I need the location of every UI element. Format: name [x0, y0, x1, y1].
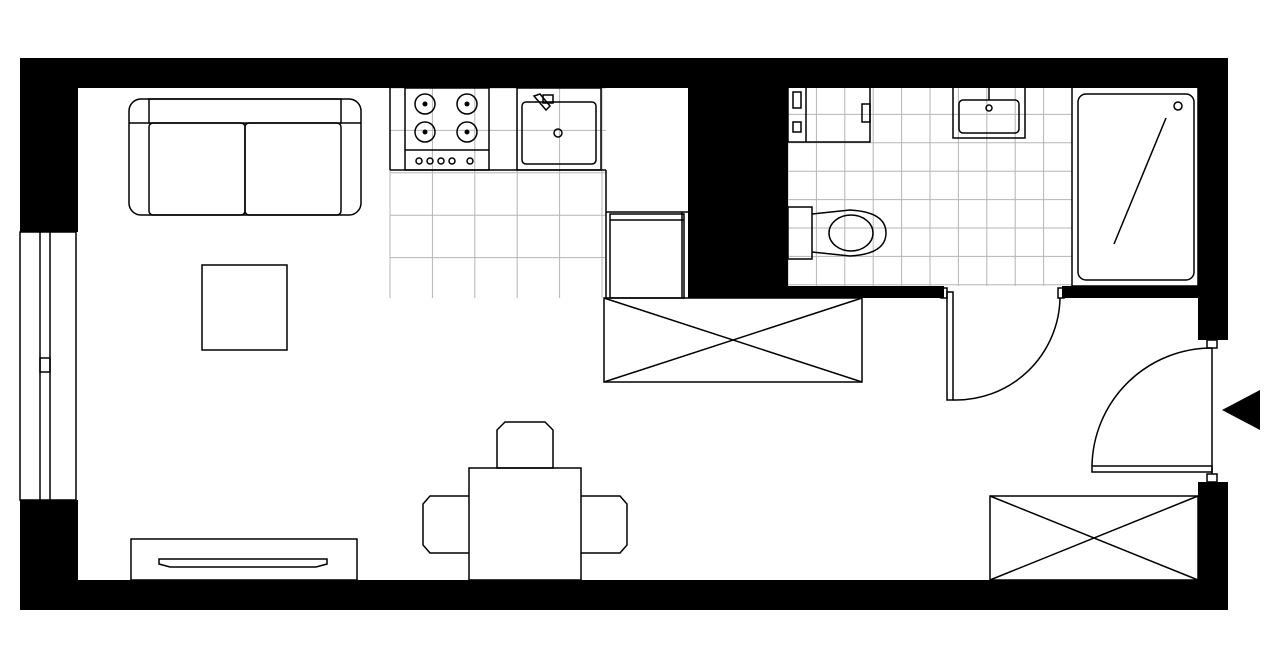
bathroom-floor-tiles	[787, 85, 1073, 286]
wall-partition-column	[688, 88, 788, 298]
burner-icon	[414, 93, 436, 115]
wall-bathroom-top	[774, 58, 1228, 86]
fridge	[609, 213, 685, 299]
wall-left-lower	[20, 500, 78, 610]
burner-icon	[456, 93, 478, 115]
wall-bathroom-lower-left	[788, 286, 944, 298]
chair-left	[422, 495, 469, 554]
coffee-table	[201, 264, 288, 351]
kitchen-counter	[389, 88, 688, 298]
burner-icon	[456, 121, 478, 143]
entrance-door	[1091, 339, 1218, 483]
wall-bathroom-lower-right	[1062, 286, 1198, 298]
storage-closet	[603, 297, 863, 383]
sofa	[128, 98, 362, 216]
wall-bottom	[20, 580, 1228, 610]
chair-right	[581, 495, 628, 554]
tv-stand	[130, 538, 358, 581]
kitchen-floor-tiles	[389, 87, 606, 298]
dining-set	[422, 421, 628, 581]
bathroom-sink	[952, 85, 1026, 139]
triangle-left-icon	[1222, 390, 1260, 430]
wall-right-upper	[1198, 58, 1228, 340]
chair-top	[496, 421, 554, 469]
wall-left-upper	[20, 58, 78, 232]
toilet	[787, 206, 887, 260]
stove	[404, 87, 490, 171]
kitchen-sink	[516, 87, 602, 171]
burner-icon	[414, 121, 436, 143]
entry-closet	[989, 495, 1199, 581]
window	[19, 231, 77, 501]
bathtub	[1071, 85, 1199, 287]
walls	[20, 58, 1228, 610]
bathroom-door	[940, 287, 1065, 401]
dining-table	[468, 467, 582, 581]
wall-right-lower	[1198, 482, 1228, 610]
washing-machine	[787, 85, 871, 143]
